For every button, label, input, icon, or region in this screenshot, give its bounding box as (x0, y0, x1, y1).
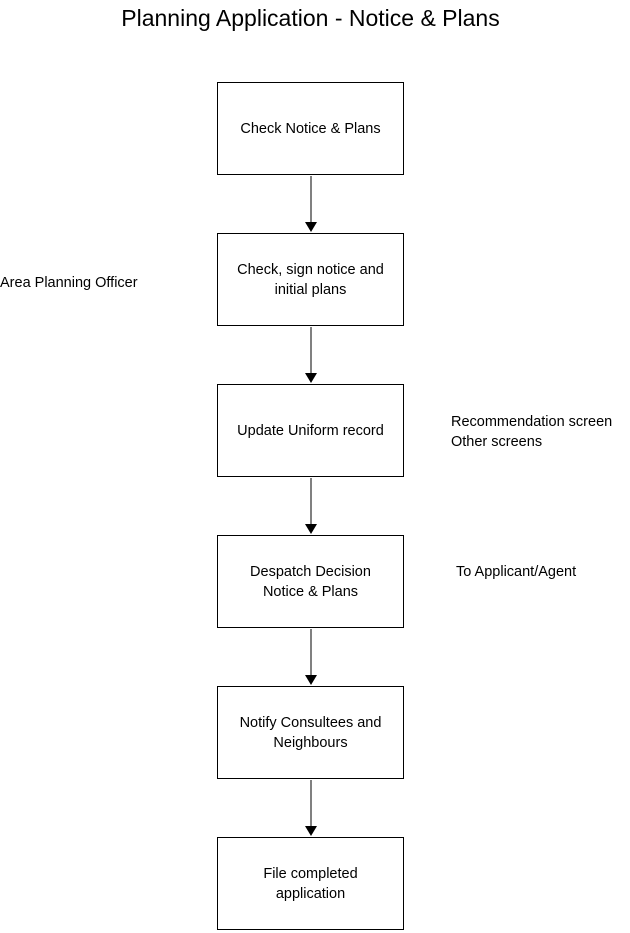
side-note-officer: Area Planning Officer (0, 275, 138, 291)
side-note-recipient: To Applicant/Agent (456, 564, 577, 580)
step-box-despatch-decision: Despatch Decision Notice & Plans (217, 535, 404, 628)
step-label: Despatch Decision Notice & Plans (250, 563, 371, 600)
step-label: Check, sign notice and initial plans (237, 261, 384, 298)
step-box-update-record: Update Uniform record (217, 384, 404, 477)
page-title: Planning Application - Notice & Plans (121, 5, 500, 31)
step-label: Check Notice & Plans (240, 120, 381, 137)
step-label: File completed application (263, 865, 358, 902)
step-box-file-application: File completed application (217, 837, 404, 930)
step-box-notify-consultees: Notify Consultees and Neighbours (217, 686, 404, 779)
step-box-check-notice: Check Notice & Plans (217, 82, 404, 175)
step-label: Notify Consultees and Neighbours (239, 714, 382, 751)
side-note-screens: Recommendation screen Other screens (451, 414, 613, 450)
step-label: Update Uniform record (237, 422, 384, 439)
step-box-sign-notice: Check, sign notice and initial plans (217, 233, 404, 326)
